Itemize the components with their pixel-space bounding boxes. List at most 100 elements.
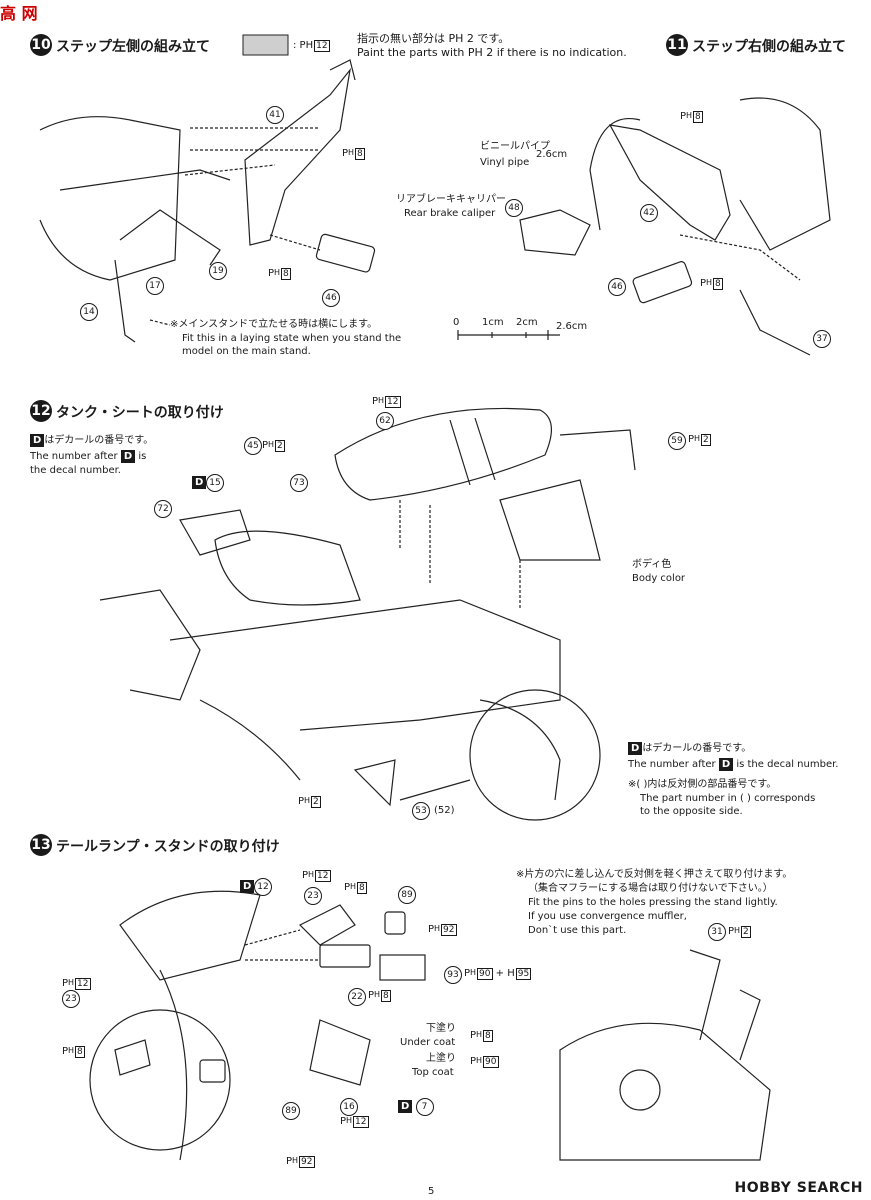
step-12-decal-en3: the decal number. — [30, 465, 121, 476]
scale-1cm: 1cm — [482, 317, 504, 328]
page-number: 5 — [428, 1186, 435, 1197]
body-color-jp: ボディ色 — [632, 559, 672, 570]
step-11-title: ステップ右側の組み立て — [692, 39, 846, 55]
part-89-bottom: 89 — [282, 1102, 300, 1120]
left-frame-drawing — [39, 116, 181, 281]
right-frame-drawing — [739, 97, 831, 251]
detail-callout-circle — [469, 689, 601, 821]
under-coat-jp: 下塗り — [426, 1023, 456, 1034]
part-14: 14 — [80, 303, 98, 321]
tank-73-drawing — [214, 530, 361, 606]
step-13-note-en1: Fit the pins to the holes pressing the s… — [528, 897, 778, 908]
muffler-area-drawing — [559, 1022, 771, 1161]
license-plate-16-drawing — [309, 1019, 371, 1086]
legend-swatch — [242, 34, 289, 56]
part-16: 16 — [340, 1098, 358, 1116]
opposite-note-en1: The part number in ( ) corresponds — [640, 793, 816, 804]
step-13-number: 13 — [30, 834, 52, 856]
decal-15: D — [192, 476, 207, 489]
bracket-41-drawing — [244, 67, 351, 246]
step-10-number: 10 — [30, 34, 52, 56]
step-10-title: ステップ左側の組み立て — [56, 39, 210, 55]
rear-cowl-drawing — [499, 479, 601, 561]
vinyl-pipe-en: Vinyl pipe — [480, 157, 530, 168]
scale-26cm: 2.6cm — [556, 321, 588, 332]
part-23-top: 23 — [304, 887, 322, 905]
step-13-note-en3: Don`t use this part. — [528, 925, 627, 936]
lens-93-drawing — [379, 954, 426, 981]
vinyl-pipe-length: 2.6cm — [536, 149, 568, 160]
tail-fender-drawing — [119, 890, 261, 981]
part-17: 17 — [146, 277, 164, 295]
caliper-jp: リアブレーキキャリパー — [396, 194, 506, 205]
scale-0: 0 — [453, 317, 460, 328]
part-89-top: 89 — [398, 886, 416, 904]
part-46-left: 46 — [322, 289, 340, 307]
step-12-number: 12 — [30, 400, 52, 422]
part-42: 42 — [640, 204, 658, 222]
side-cover-53-drawing — [353, 759, 396, 807]
decal-12: D — [240, 880, 255, 893]
bracket-23-drawing — [298, 904, 356, 946]
part-46-right: 46 — [608, 278, 626, 296]
top-coat-en: Top coat — [412, 1067, 454, 1078]
footpeg-46-drawing — [315, 233, 376, 273]
part-73: 73 — [290, 474, 308, 492]
legend-note-jp: 指示の無い部分は PH 2 です。 — [357, 32, 510, 45]
under-coat-en: Under coat — [400, 1037, 456, 1048]
part-45: 45 — [244, 437, 262, 455]
step-10-note-en2: model on the main stand. — [182, 346, 311, 357]
watermark-logo-top: 高 网 — [0, 4, 38, 23]
part-31: 31 — [708, 923, 726, 941]
part-12: 12 — [254, 878, 272, 896]
opposite-note-jp: ※( )内は反対側の部品番号です。 — [628, 779, 777, 790]
part-15: 15 — [206, 474, 224, 492]
opposite-note-en2: to the opposite side. — [640, 806, 743, 817]
part-62: 62 — [376, 412, 394, 430]
stand-31-drawing — [689, 949, 761, 1061]
step-13-note-en2: If you use convergence muffler, — [528, 911, 687, 922]
front-frame-drawing — [99, 589, 201, 701]
lens-89-drawing — [384, 911, 406, 935]
footpeg-46-right-drawing — [632, 261, 693, 304]
part-72: 72 — [154, 500, 172, 518]
scale-bar — [457, 330, 560, 340]
decal-7: D 7 — [398, 1098, 434, 1116]
part-93: 93 — [444, 966, 462, 984]
seat-62-drawing — [334, 407, 552, 501]
caliper-48-drawing — [519, 209, 591, 256]
part-22: 22 — [348, 988, 366, 1006]
scale-2cm: 2cm — [516, 317, 538, 328]
step-12-title: タンク・シートの取り付け — [56, 405, 224, 421]
top-coat-jp: 上塗り — [426, 1053, 456, 1064]
brake-pedal-37-drawing — [739, 289, 811, 356]
rear-wheel-drawing — [89, 1009, 231, 1151]
left-turn-signal-drawing — [114, 1039, 151, 1076]
part-37: 37 — [813, 330, 831, 348]
legend-note-en: Paint the parts with PH 2 if there is no… — [357, 46, 627, 59]
part-23-left: 23 — [62, 990, 80, 1008]
caliper-en: Rear brake caliper — [404, 208, 496, 219]
step-12-note2-en: The number after D is the decal number. — [628, 758, 839, 771]
part-19: 19 — [209, 262, 227, 280]
cowl-72-drawing — [179, 509, 251, 556]
grab-rail-59-drawing — [559, 429, 636, 471]
